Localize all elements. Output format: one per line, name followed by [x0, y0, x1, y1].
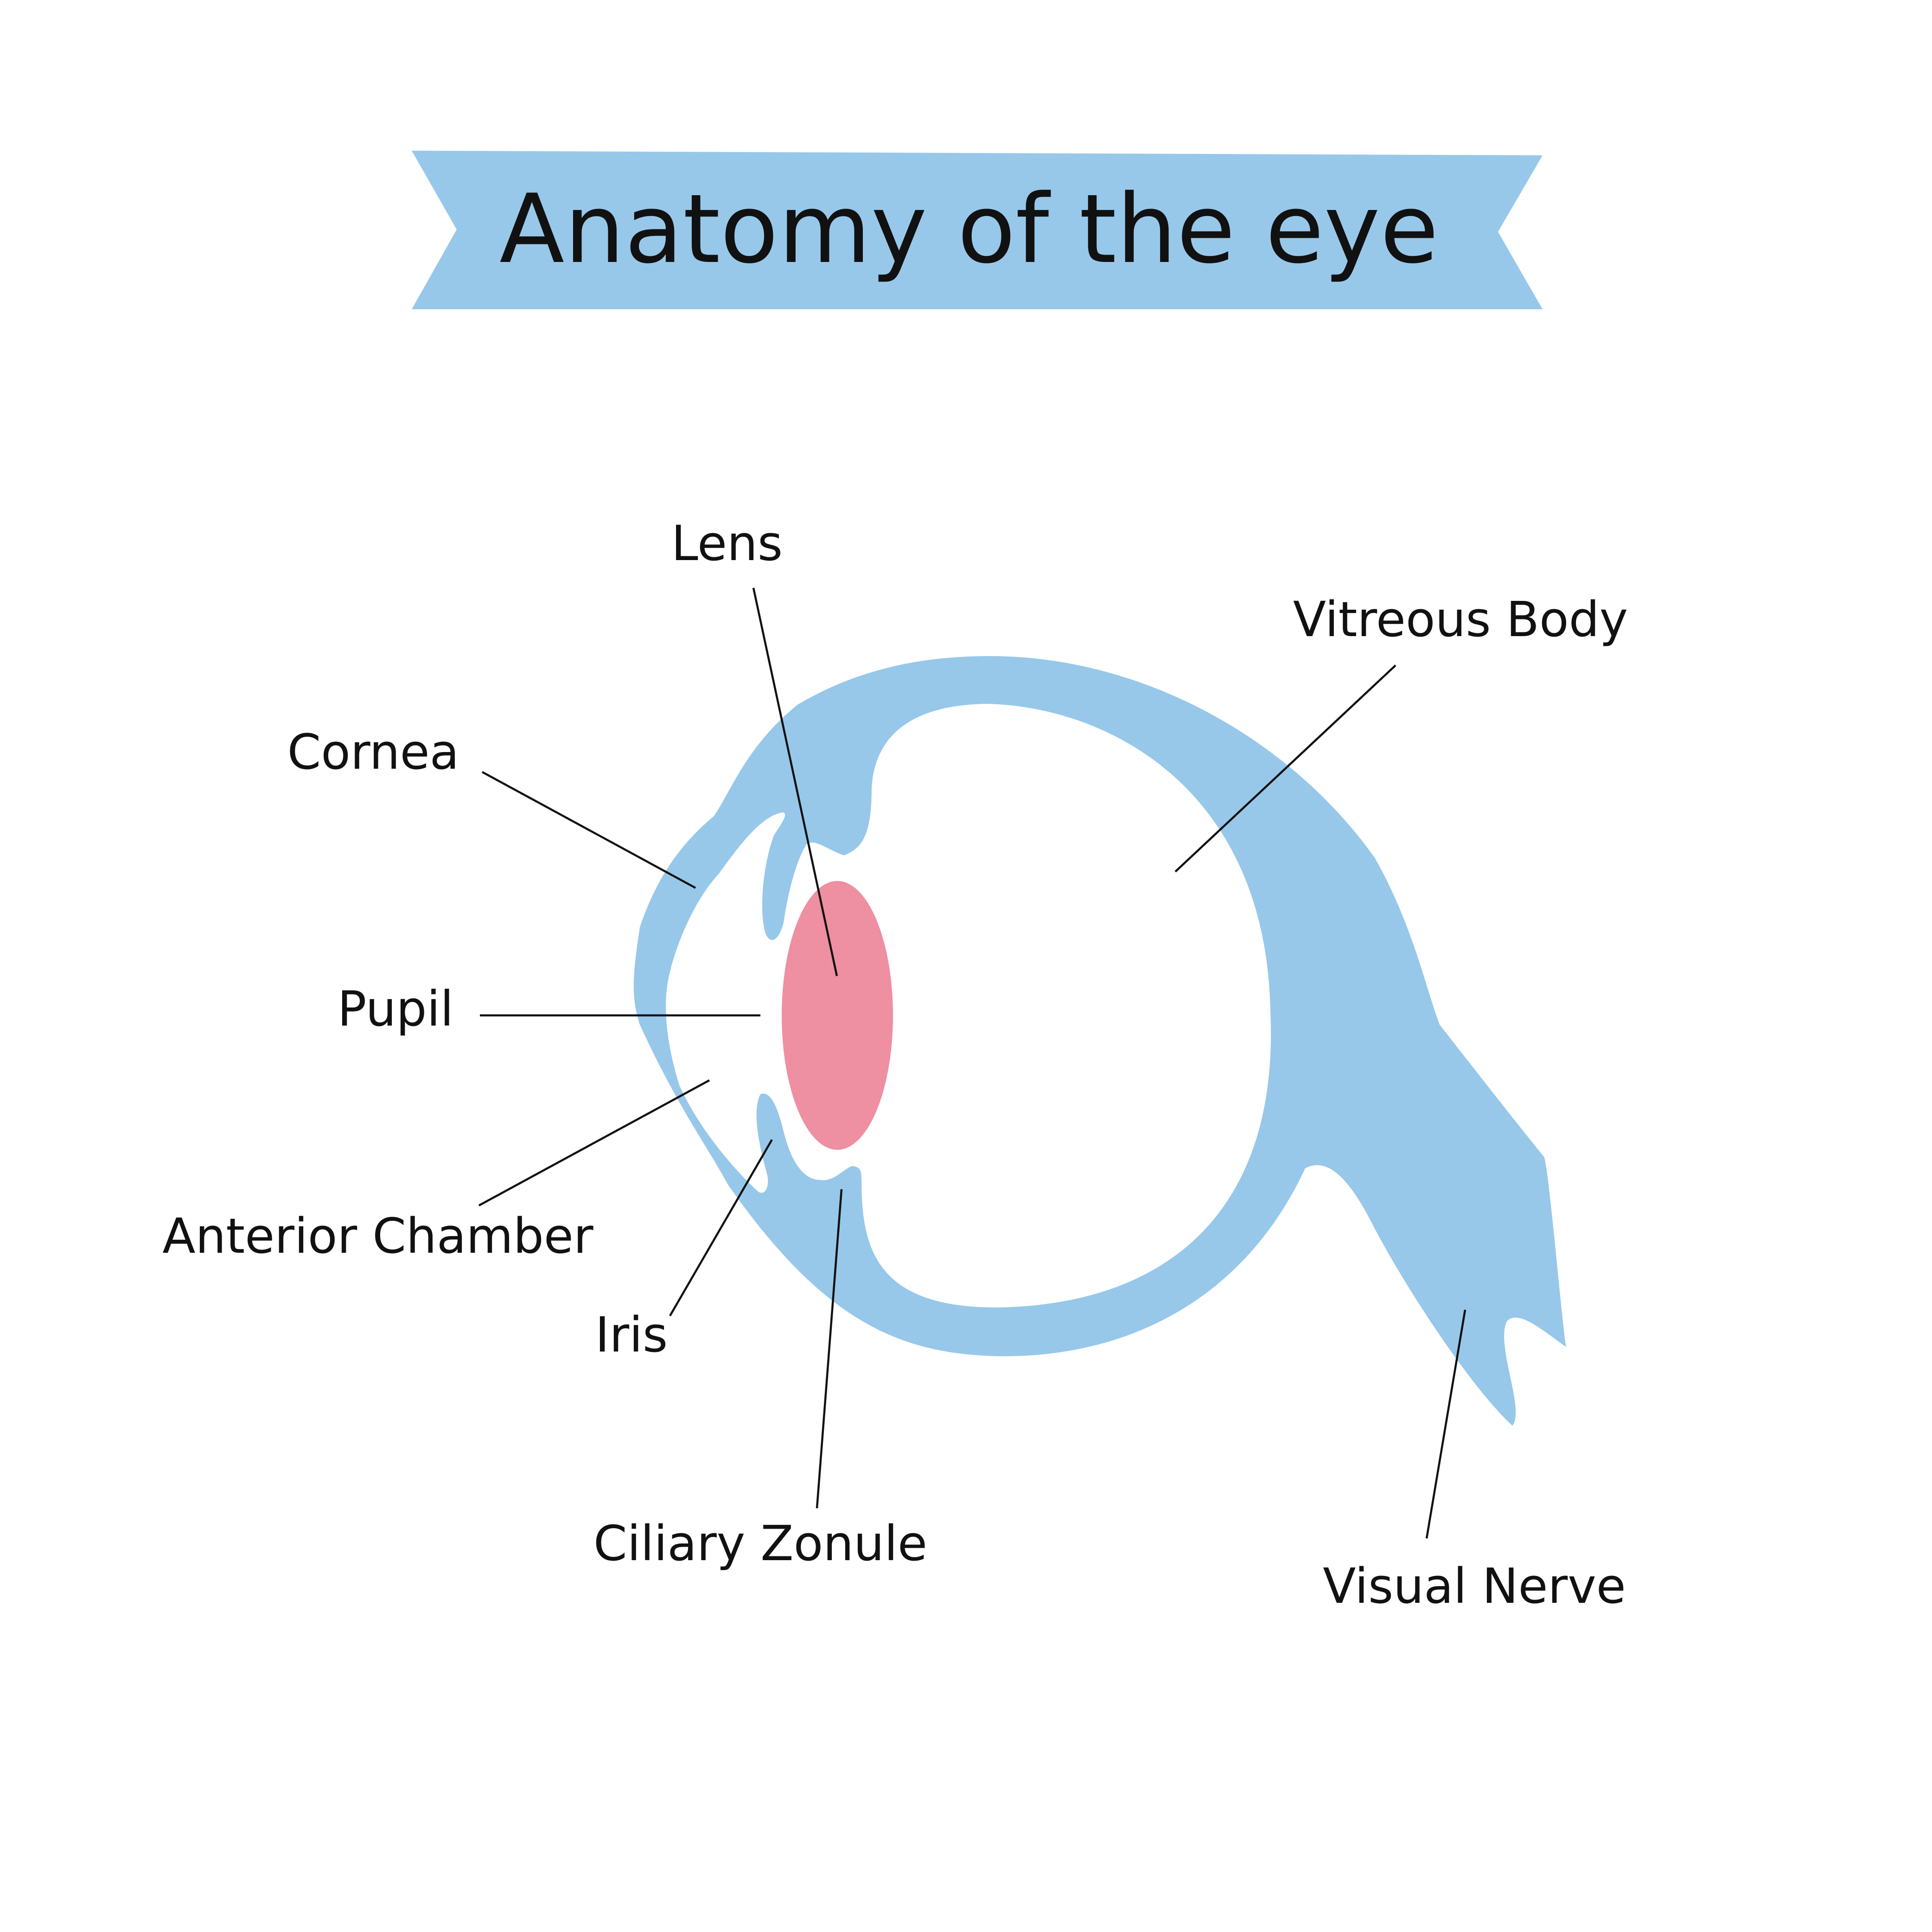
page-title: Anatomy of the eye: [499, 174, 1439, 285]
labels: Lens Vitreous Body Cornea Pupil Anterior…: [162, 515, 1628, 1614]
title-ribbon: [412, 151, 1543, 309]
label-pupil: Pupil: [338, 981, 454, 1037]
iris-leader-line: [669, 1139, 773, 1317]
eye-illustration: [633, 656, 1566, 1426]
lens-leader-line: [752, 587, 838, 976]
visual-nerve-leader-line: [1425, 1309, 1467, 1539]
vitreous-body-leader-line: [1174, 664, 1396, 873]
lens-shape: [782, 881, 893, 1150]
ciliary-zonule-leader-line: [816, 1189, 843, 1509]
label-cornea: Cornea: [287, 724, 459, 780]
vitreous-cavity: [784, 704, 1271, 1307]
label-vitreous-body: Vitreous Body: [1293, 591, 1628, 648]
label-visual-nerve: Visual Nerve: [1323, 1558, 1626, 1614]
leader-lines: [478, 587, 1467, 1539]
cornea-leader-line: [481, 771, 696, 889]
label-iris: Iris: [595, 1307, 668, 1363]
anterior-chamber-leader-line: [478, 1079, 710, 1206]
label-anterior-chamber: Anterior Chamber: [162, 1208, 593, 1264]
title-banner: Anatomy of the eye: [412, 151, 1543, 309]
label-ciliary-zonule: Ciliary Zonule: [593, 1515, 927, 1572]
label-lens: Lens: [671, 515, 783, 572]
